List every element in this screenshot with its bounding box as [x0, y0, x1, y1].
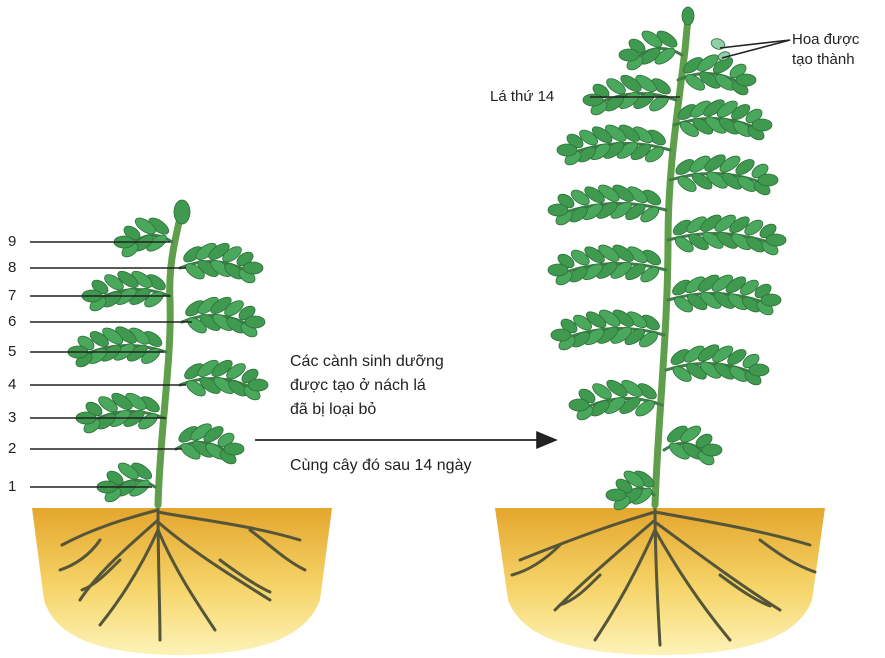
leaf-right-11 [557, 144, 577, 156]
leaf-number-2: 2 [8, 439, 16, 459]
note-line-1: Các cành sinh dưỡng [290, 352, 444, 372]
stem-left [158, 208, 182, 505]
leaf-left-2 [224, 443, 244, 455]
leaf-right-8 [766, 234, 786, 246]
flowers-label-line1: Hoa được [792, 30, 859, 50]
leaf-number-8: 8 [8, 258, 16, 278]
leaf-right-4 [749, 364, 769, 376]
after-14-days-label: Cùng cây đó sau 14 ngày [290, 456, 471, 476]
leaf-right-7 [548, 264, 568, 276]
leaf-number-4: 4 [8, 375, 16, 395]
leader-line-flower-a [720, 40, 790, 48]
leaf-left-6 [245, 316, 265, 328]
leaf-right-9 [548, 204, 568, 216]
leaf-number-3: 3 [8, 408, 16, 428]
shoot-tip-right [682, 7, 694, 25]
leaf-right-12 [752, 119, 772, 131]
leaf-14-label: Lá thứ 14 [490, 87, 554, 107]
flower-bud [710, 37, 727, 51]
leaf-number-9: 9 [8, 232, 16, 252]
leaf-right-13 [583, 94, 603, 106]
note-line-3: đã bị loại bỏ [290, 400, 376, 420]
leaf-right-6 [761, 294, 781, 306]
leaf-right-14 [736, 74, 756, 86]
note-line-2: được tạo ở nách lá [290, 376, 426, 396]
leaf-right-1 [606, 489, 626, 501]
leaf-number-6: 6 [8, 312, 16, 332]
flowers-label-line2: tạo thành [792, 50, 855, 70]
leaf-right-10 [758, 174, 778, 186]
leaf-left-4 [248, 379, 268, 391]
leaf-number-1: 1 [8, 477, 16, 497]
leaf-left-8 [243, 262, 263, 274]
leaf-right-5 [551, 329, 571, 341]
leaf-number-5: 5 [8, 342, 16, 362]
leaf-number-7: 7 [8, 286, 16, 306]
soil-left [32, 508, 332, 655]
leaf-right-15 [619, 49, 639, 61]
shoot-tip-left [174, 200, 190, 224]
leaf-right-2 [702, 444, 722, 456]
leaf-right-3 [569, 399, 589, 411]
leader-line-flower-b [722, 40, 790, 58]
